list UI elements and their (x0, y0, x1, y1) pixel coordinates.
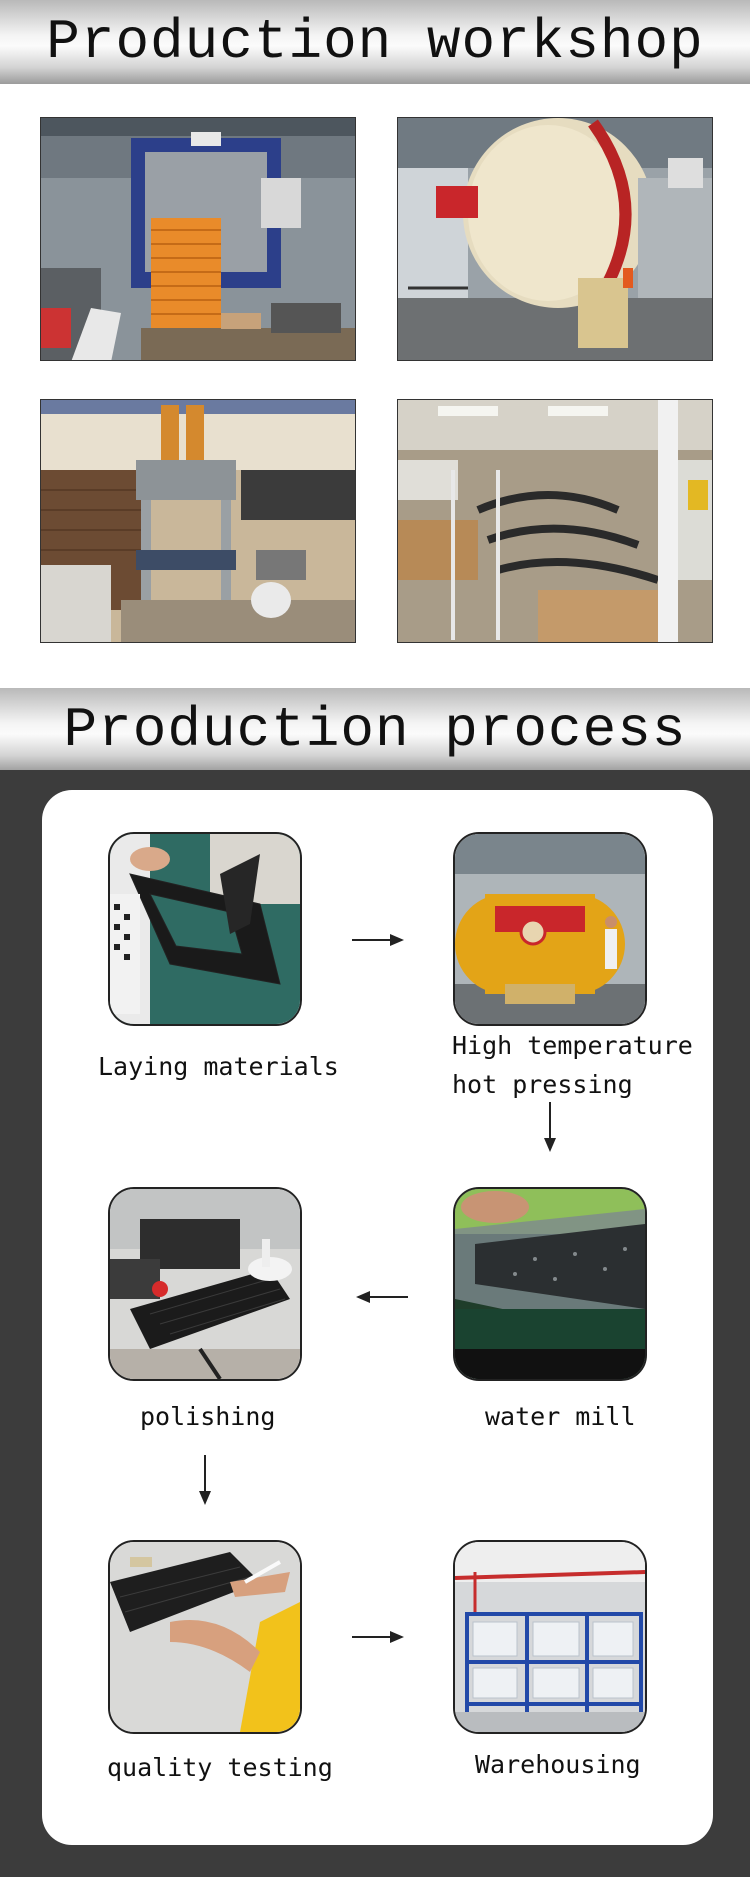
polishing-photo (108, 1187, 302, 1381)
hot-pressing-label-line2: hot pressing (452, 1070, 633, 1099)
finished-parts-photo (397, 399, 713, 643)
hydraulic-press-photo (40, 399, 356, 643)
laying-materials-photo (108, 832, 302, 1026)
hot-pressing-label: High temperature hot pressing (452, 1026, 693, 1104)
water-mill-label: water mill (485, 1402, 636, 1431)
workshop-section (0, 84, 750, 688)
workshop-banner: Production workshop (0, 0, 750, 84)
laying-materials-label: Laying materials (98, 1052, 339, 1081)
arrow-right-icon (352, 933, 406, 947)
warehousing-photo (453, 1540, 647, 1734)
arrow-right-icon (352, 1630, 406, 1644)
water-mill-photo (453, 1187, 647, 1381)
autoclave-photo (397, 117, 713, 361)
process-banner: Production process (0, 688, 750, 772)
arrow-left-icon (354, 1290, 408, 1304)
arrow-down-icon (198, 1455, 212, 1507)
warehousing-label: Warehousing (475, 1750, 641, 1779)
workshop-title: Production workshop (46, 10, 704, 74)
quality-testing-label: quality testing (107, 1753, 333, 1782)
arrow-down-icon (543, 1102, 557, 1154)
hot-pressing-photo (453, 832, 647, 1026)
polishing-label: polishing (140, 1402, 276, 1431)
quality-testing-photo (108, 1540, 302, 1734)
press-machine-photo (40, 117, 356, 361)
hot-pressing-label-line1: High temperature (452, 1031, 693, 1060)
process-title: Production process (63, 698, 687, 762)
process-card: Laying materials High temperature hot pr… (42, 790, 713, 1845)
